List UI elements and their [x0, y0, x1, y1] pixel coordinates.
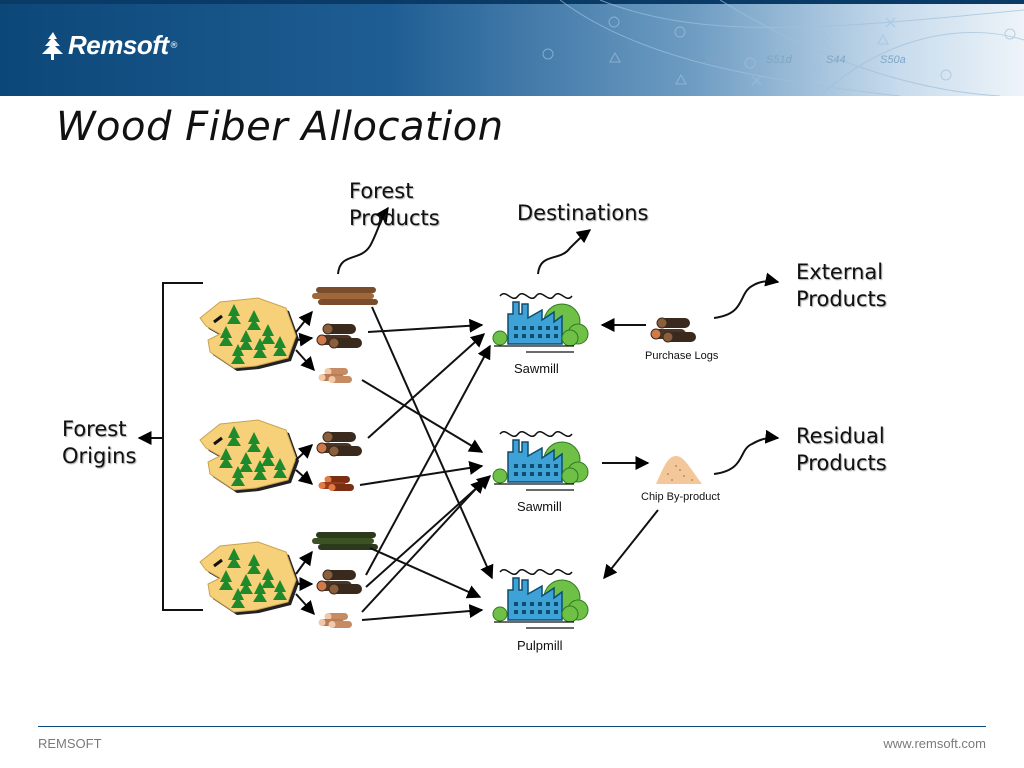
pulpmill-icon [492, 568, 589, 629]
header-deco-label: S51d [766, 54, 792, 66]
curly-arrow [337, 206, 389, 275]
label-line: Products [796, 287, 887, 311]
label-line: Forest [349, 179, 414, 203]
footer-website: www.remsoft.com [883, 736, 986, 751]
log-bundle-icon [318, 613, 352, 628]
curly-arrow [713, 272, 780, 319]
label-line: Residual [796, 424, 885, 448]
header-top-line [0, 0, 1024, 4]
label-line: Origins [62, 444, 137, 468]
header-deco-label: S50a [880, 54, 906, 66]
label-line: External [796, 260, 884, 284]
log-bundle-icon [316, 431, 363, 457]
residual-products-label: Residual Products [796, 423, 887, 477]
log-bundle-icon [318, 476, 354, 491]
sawmill-label: Sawmill [517, 499, 562, 514]
forest-origin-icon [198, 540, 301, 617]
log-bundle-icon [316, 323, 363, 349]
chip-pile-icon [656, 456, 702, 484]
remsoft-logo: Remsoft ® [40, 30, 179, 61]
curly-arrow [537, 229, 592, 275]
header-banner: S555 S51d S44 S50a Remsoft ® [0, 0, 1024, 96]
footer-rule [38, 726, 986, 727]
forest-products-label: Forest Products [349, 178, 440, 232]
logo-text: Remsoft [68, 30, 169, 60]
origin-bracket [162, 282, 203, 611]
tree-logo-icon [42, 31, 63, 60]
sawmill-icon [492, 430, 589, 491]
external-products-label: External Products [796, 259, 887, 313]
log-bundle-icon [312, 532, 378, 550]
pulpmill-label: Pulpmill [517, 638, 563, 653]
origin-to-product-arrows [295, 310, 315, 616]
label-line: Forest [62, 417, 127, 441]
product-to-destination-arrows [359, 306, 494, 621]
purchase-logs-label: Purchase Logs [645, 350, 719, 362]
purchase-logs-icon [650, 317, 697, 343]
destinations-label: Destinations [517, 201, 649, 225]
page-title: Wood Fiber Allocation [56, 104, 504, 150]
label-line: Products [796, 451, 887, 475]
label-line: Products [349, 206, 440, 230]
footer-brand: REMSOFT [38, 736, 102, 751]
registered-mark: ® [169, 40, 179, 51]
curly-arrow [713, 429, 780, 475]
header-decoration [542, 0, 1024, 96]
chip-byproduct-label: Chip By-product [641, 491, 720, 503]
forest-origins-label: Forest Origins [62, 416, 136, 470]
chip-to-pulpmill-arrow [603, 509, 659, 580]
header-deco-label: S555 [704, 54, 730, 66]
forest-origin-icon [198, 296, 301, 373]
log-bundle-icon [312, 287, 378, 305]
forest-origin-icon [198, 418, 301, 495]
log-bundle-icon [318, 368, 352, 383]
sawmill-icon [492, 292, 589, 353]
header-deco-label: S44 [826, 54, 846, 66]
log-bundle-icon [316, 569, 363, 595]
sawmill-label: Sawmill [514, 361, 559, 376]
